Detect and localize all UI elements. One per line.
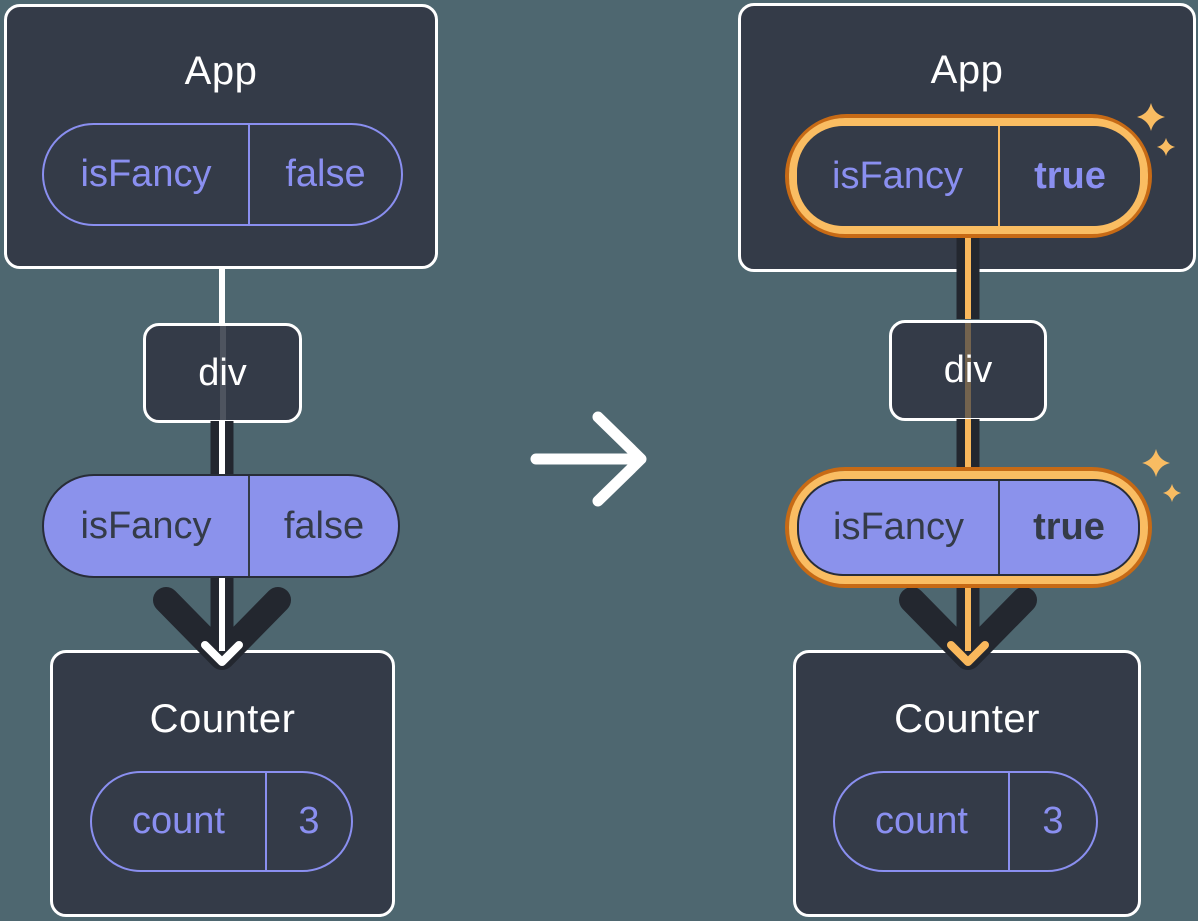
prop-value: false	[285, 153, 366, 195]
app-prop-pill-after-highlighted: isFancy true	[785, 114, 1152, 238]
pill-divider	[265, 773, 267, 870]
state-value: 3	[1042, 800, 1064, 842]
prop-name: isFancy	[80, 153, 212, 195]
component-title-counter-after: Counter	[894, 697, 1040, 741]
pill-divider	[248, 476, 250, 576]
highlight-ring: isFancy true	[789, 118, 1148, 234]
div-node-box-before: div	[143, 323, 302, 423]
state-value: 3	[298, 800, 320, 842]
connectors-after	[899, 234, 1037, 670]
highlight-ring: isFancy true	[789, 471, 1148, 584]
state-name: count	[875, 800, 968, 842]
prop-name: isFancy	[833, 506, 964, 548]
pill-divider	[998, 481, 1000, 574]
prop-value: false	[283, 504, 365, 547]
pill-divider	[998, 126, 1000, 226]
pill-divider	[248, 125, 250, 224]
div-node-label-before: div	[198, 351, 247, 394]
state-name: count	[132, 800, 225, 842]
prop-name: isFancy	[832, 154, 963, 197]
counter-state-pill-after: count 3	[833, 771, 1098, 872]
component-title-app-after: App	[930, 48, 1004, 92]
arrow-down-chevron-before	[153, 587, 291, 670]
component-title-counter-before: Counter	[149, 697, 296, 741]
arrow-down-chevron-after	[899, 587, 1037, 670]
component-title-app-before: App	[184, 49, 258, 93]
prop-flow-faint-line-after	[965, 323, 971, 418]
app-prop-pill-before: isFancy false	[42, 123, 403, 226]
pill-divider	[1008, 773, 1010, 870]
div-node-box-after: div	[889, 320, 1047, 421]
counter-state-pill-before: count 3	[90, 771, 353, 872]
prop-value: true	[1034, 154, 1106, 197]
div-node-label-after: div	[943, 349, 993, 391]
prop-value: true	[1033, 506, 1105, 548]
passed-prop-pill-before: isFancy false	[42, 474, 400, 578]
prop-flow-faint-line-before	[219, 326, 226, 420]
passed-prop-pill-after-highlighted: isFancy true	[785, 467, 1152, 588]
arrow-right-icon	[530, 411, 647, 507]
counter-component-box-before: Counter	[50, 650, 395, 917]
prop-name: isFancy	[80, 504, 212, 547]
